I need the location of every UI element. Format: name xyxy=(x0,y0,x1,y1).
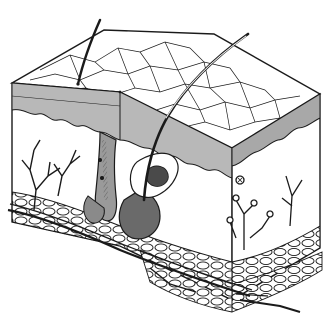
skin-diagram xyxy=(0,0,327,322)
skin-section-illustration xyxy=(0,0,327,322)
